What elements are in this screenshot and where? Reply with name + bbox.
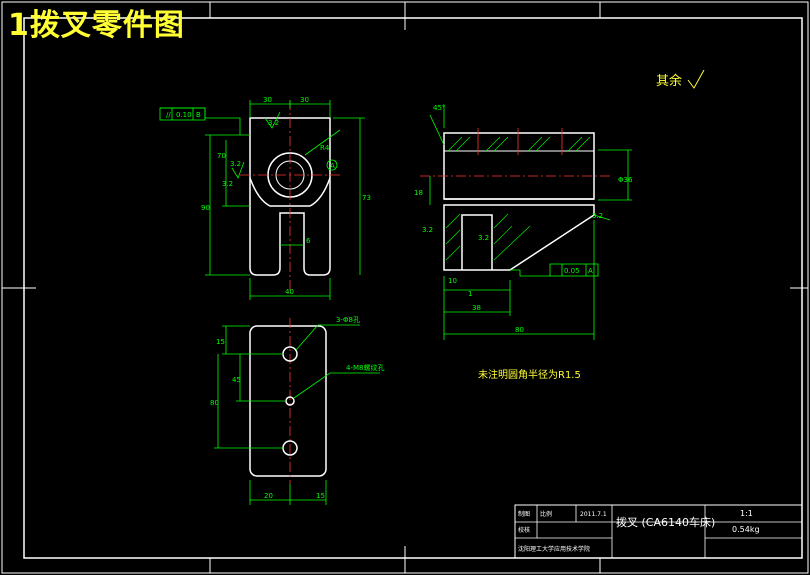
side-hole-centers — [477, 128, 563, 155]
dim-15-bottom: 15 — [316, 492, 325, 500]
dim-80: 80 — [515, 326, 524, 334]
roughness-left-low: 3.2 — [222, 180, 233, 188]
drawing-scale: 1:1 — [740, 509, 753, 518]
tolerance-datum: B — [196, 111, 201, 119]
dim-45deg: 45° — [433, 104, 445, 112]
hole-callout-2: 4-M8螺纹孔 — [346, 363, 384, 372]
label-checked: 校核 — [518, 526, 530, 534]
datum-a-front: A — [330, 162, 335, 170]
tolerance-symbol: // — [166, 111, 171, 119]
dim-73: 73 — [362, 194, 371, 202]
roughness-top: 3.2 — [268, 119, 279, 127]
dim-6: 6 — [306, 237, 311, 245]
side-roughness-1: 3.2 — [422, 226, 433, 234]
front-arc — [249, 177, 331, 207]
dim-40: 40 — [285, 288, 294, 296]
side-dim-lines — [429, 105, 632, 340]
bottom-dim-text: 15 45 80 20 15 3-Φ8孔 4-M8螺纹孔 — [210, 316, 384, 500]
banner-title: 1拨叉零件图 — [8, 8, 185, 43]
label-drawn: 制图 — [518, 510, 530, 518]
tolerance-value: 0.10 — [176, 111, 192, 119]
title-block: 制图 比例 2011.7.1 校核 沈阳理工大学应用技术学院 拨叉 (CA614… — [514, 504, 803, 559]
dim-15-left: 15 — [216, 338, 225, 346]
dim-30-left: 30 — [263, 96, 272, 104]
part-name: 拨叉 (CA6140车床) — [616, 515, 715, 529]
side-hatch — [445, 136, 591, 261]
side-roughness-3: 3.2 — [592, 212, 603, 220]
side-roughness-2: 3.2 — [478, 234, 489, 242]
front-dim-text: // 0.10 B 30 30 R4 90 6 40 73 70 3.2 3.2… — [166, 96, 371, 296]
notes: 其余 未注明圆角半径为R1.5 — [478, 69, 705, 381]
label-scale-cell: 比例 — [540, 510, 552, 518]
dim-45: 45 — [232, 376, 241, 384]
side-lower-outline — [443, 204, 595, 271]
drawn-date: 2011.7.1 — [580, 511, 607, 518]
roughness-note: 其余 — [656, 73, 682, 89]
dim-30-right: 30 — [300, 96, 309, 104]
title-block-frame — [514, 504, 803, 559]
bottom-view: 15 45 80 20 15 3-Φ8孔 4-M8螺纹孔 — [210, 316, 384, 505]
roughness-check-icon — [687, 69, 705, 89]
dim-r4: R4 — [320, 144, 330, 152]
dim-70: 70 — [217, 152, 226, 160]
dim-phi36: Φ36 — [618, 176, 633, 184]
perp-tol-value: 0.05 — [564, 267, 580, 275]
fillet-note: 未注明圆角半径为R1.5 — [478, 368, 581, 381]
part-weight: 0.54kg — [732, 525, 760, 534]
perp-tol-datum: A — [588, 267, 593, 275]
side-top-band — [443, 132, 595, 152]
front-view: // 0.10 B 30 30 R4 90 6 40 73 70 3.2 3.2… — [159, 96, 371, 300]
dim-38: 38 — [472, 304, 481, 312]
school-name: 沈阳理工大学应用技术学院 — [518, 545, 590, 553]
dim-18: 18 — [414, 189, 423, 197]
bottom-dim-lines — [214, 324, 380, 505]
side-view: 45° 18 10 38 80 Φ36 3.2 3.2 0.05 A 1 3.2 — [414, 104, 633, 340]
dim-10: 10 — [448, 277, 457, 285]
dim-20: 20 — [264, 492, 273, 500]
dim-80-bottom: 80 — [210, 399, 219, 407]
hole-callout-1: 3-Φ8孔 — [336, 316, 360, 324]
inner-border — [23, 17, 803, 559]
side-dim-text: 45° 18 10 38 80 Φ36 3.2 3.2 0.05 A 1 3.2 — [414, 104, 633, 334]
front-outline — [249, 117, 331, 276]
dim-90: 90 — [201, 204, 210, 212]
dim-1: 1 — [468, 290, 472, 298]
front-dim-lines — [159, 100, 365, 300]
side-top-block — [443, 132, 595, 200]
roughness-left: 3.2 — [230, 160, 241, 168]
